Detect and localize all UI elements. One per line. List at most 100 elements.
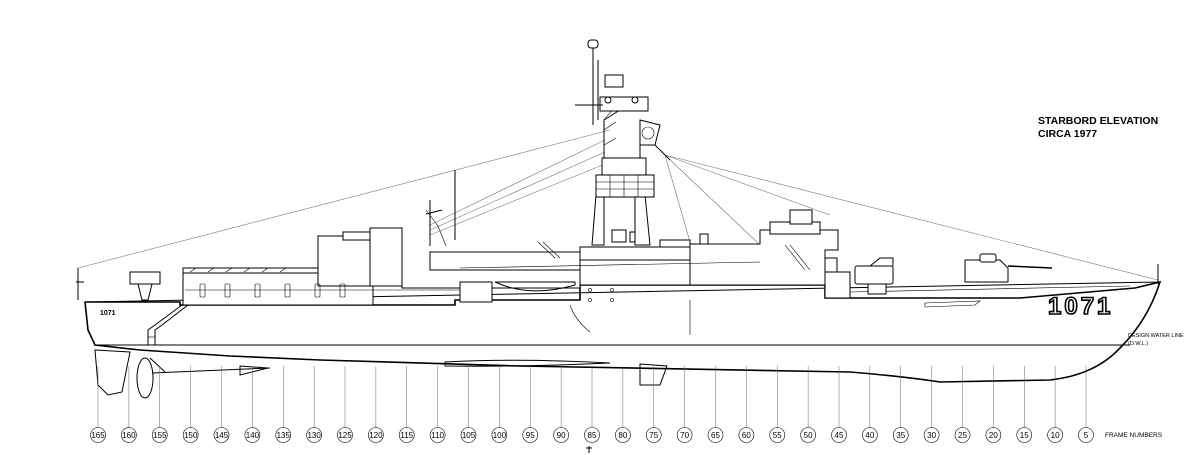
frame-marker-65: 65 (707, 366, 724, 443)
frame-circle (985, 427, 1002, 443)
frame-circle (676, 427, 693, 443)
frame-number-label: 150 (184, 431, 198, 440)
frame-number-label: 50 (804, 431, 813, 440)
frame-circle (707, 427, 724, 443)
frame-marker-60: 60 (738, 366, 755, 443)
waterline-label-abbrev: (D.W.L.) (1128, 341, 1148, 347)
frame-circle (738, 427, 755, 443)
frame-circle (923, 427, 940, 443)
frame-marker-80: 80 (615, 366, 631, 443)
frame-number-label: 60 (742, 431, 751, 440)
frame-marker-125: 125 (337, 366, 353, 443)
frame-circle (800, 427, 816, 443)
frame-circle (522, 427, 539, 443)
frame-circle (862, 427, 878, 443)
frame-circle (368, 427, 384, 443)
frame-number-label: 90 (557, 431, 566, 440)
frame-marker-75: 75 (645, 366, 662, 443)
frame-number-label: 25 (958, 431, 967, 440)
frame-circle (584, 427, 600, 443)
frame-circle (275, 427, 292, 443)
rigging-lines (77, 129, 1159, 281)
frame-circle (306, 427, 322, 443)
frame-marker-130: 130 (306, 366, 322, 443)
frame-number-label: 145 (215, 431, 229, 440)
frame-number-label: 165 (91, 431, 105, 440)
frame-circle (1047, 427, 1063, 443)
frame-circle (615, 427, 631, 443)
frame-marker-120: 120 (368, 366, 384, 443)
frame-marker-25: 25 (954, 366, 971, 443)
frame-marker-30: 30 (923, 366, 940, 443)
drawing-subtitle: CIRCA 1977 (1038, 128, 1097, 140)
bow-hull-number: 1071 (1048, 293, 1113, 320)
frame-number-label: 120 (369, 431, 383, 440)
frame-number-label: 5 (1084, 431, 1089, 440)
frame-number-label: 55 (773, 431, 782, 440)
frame-number-label: 95 (526, 431, 535, 440)
frame-circle (244, 427, 261, 443)
frame-circle (831, 427, 847, 443)
frame-numbers-label: FRAME NUMBERS (1105, 432, 1163, 439)
frame-circle (398, 427, 415, 443)
frame-circle (892, 427, 909, 443)
frame-number-label: 85 (588, 431, 597, 440)
frame-marker-140: 140 (244, 366, 261, 443)
frame-number-label: 115 (400, 431, 413, 440)
frame-number-label: 135 (277, 431, 291, 440)
frame-marker-20: 20 (985, 366, 1002, 443)
frame-number-label: 100 (493, 431, 507, 440)
frame-number-label: 65 (711, 431, 720, 440)
frame-marker-70: 70 (676, 366, 693, 443)
frame-number-label: 140 (246, 431, 260, 440)
frame-marker-45: 45 (831, 366, 847, 443)
frame-number-label: 15 (1020, 431, 1029, 440)
frame-circle (491, 427, 508, 443)
frame-marker-115: 115 (398, 366, 415, 443)
superstructure (182, 209, 1131, 306)
frame-marker-105: 105 (460, 366, 477, 443)
waterline-label: DESIGN WATER LINE (1128, 333, 1184, 339)
frame-marker-150: 150 (182, 366, 199, 443)
propeller-symbol (586, 446, 592, 453)
frame-number-label: 160 (122, 431, 136, 440)
frame-marker-55: 55 (769, 366, 786, 443)
drawing-title: STARBORD ELEVATION (1038, 115, 1158, 127)
frame-marker-135: 135 (275, 366, 292, 443)
frame-marker-95: 95 (522, 366, 539, 443)
aft-radar-mast (425, 200, 447, 247)
frame-marker-50: 50 (800, 366, 816, 443)
frame-number-label: 75 (649, 431, 658, 440)
frame-number-label: 70 (680, 431, 689, 440)
main-mast (454, 39, 671, 246)
frame-marker-85: 85 (584, 366, 600, 443)
frame-number-label: 155 (153, 431, 167, 440)
frame-circle (460, 427, 477, 443)
frame-number-label: 105 (462, 431, 476, 440)
frame-number-label: 45 (835, 431, 844, 440)
end-staffs (76, 264, 1159, 300)
frame-marker-165: 165 (90, 366, 106, 443)
frame-marker-90: 90 (553, 366, 569, 443)
frame-circle (553, 427, 569, 443)
frame-number-label: 10 (1051, 431, 1060, 440)
frame-circle (769, 427, 786, 443)
frame-marker-5: 5 (1078, 366, 1094, 443)
frame-marker-155: 155 (151, 366, 168, 443)
frame-number-label: 20 (989, 431, 998, 440)
frame-circle (337, 427, 353, 443)
frame-marker-145: 145 (213, 366, 230, 443)
frame-circle (954, 427, 971, 443)
frame-number-label: 130 (307, 431, 321, 440)
frame-circle (645, 427, 662, 443)
frame-circle (1078, 427, 1094, 443)
frame-circle (429, 427, 446, 443)
frame-circle (151, 427, 168, 443)
frame-marker-35: 35 (892, 366, 909, 443)
frame-number-label: 125 (338, 431, 352, 440)
frame-number-label: 110 (431, 431, 444, 440)
frame-circle (90, 427, 106, 443)
frame-marker-15: 15 (1016, 366, 1033, 443)
